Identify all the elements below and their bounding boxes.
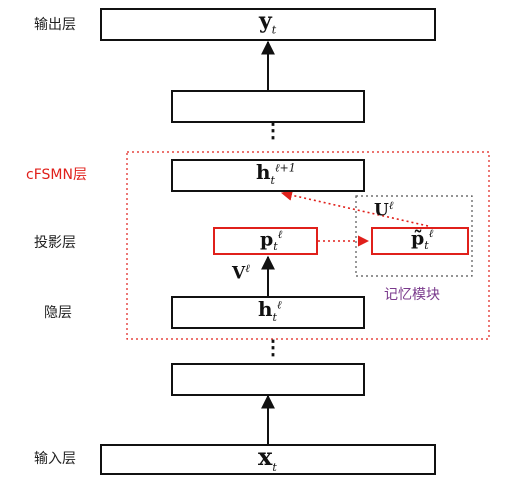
upper-hidden-box (171, 90, 365, 123)
hidden-box (171, 296, 365, 329)
v-weight-label: Vℓ (232, 262, 250, 284)
memory-module-label: 记忆模块 (384, 287, 440, 303)
h-symbol: htℓ (258, 297, 282, 324)
input-layer-label: 输入层 (34, 451, 76, 467)
ellipsis-top: ⋮ (263, 118, 283, 142)
cfsmn-layer-label: cFSMN层 (26, 167, 87, 183)
projection-layer-label: 投影层 (34, 235, 76, 251)
input-symbol: xt (258, 442, 277, 474)
output-layer-label: 输出层 (34, 17, 76, 33)
output-box (100, 8, 436, 41)
cfsmn-hidden-box (171, 159, 365, 192)
hidden-layer-label: 隐层 (44, 305, 72, 321)
arrow-ptilde-to-hnext (280, 189, 429, 227)
u-weight-label: Uℓ (374, 199, 394, 221)
ellipsis-bottom: ⋮ (263, 335, 283, 359)
memory-box (371, 227, 469, 255)
memory-module-border (355, 195, 473, 277)
output-symbol: yt (259, 8, 277, 37)
p-tilde-symbol: p̃tℓ (411, 227, 434, 253)
cfsmn-group-border (126, 151, 490, 340)
h-next-symbol: htℓ+1 (256, 160, 296, 187)
p-symbol: ptℓ (260, 228, 283, 254)
input-box (100, 444, 436, 475)
lower-hidden-box (171, 363, 365, 396)
projection-box (213, 227, 318, 255)
